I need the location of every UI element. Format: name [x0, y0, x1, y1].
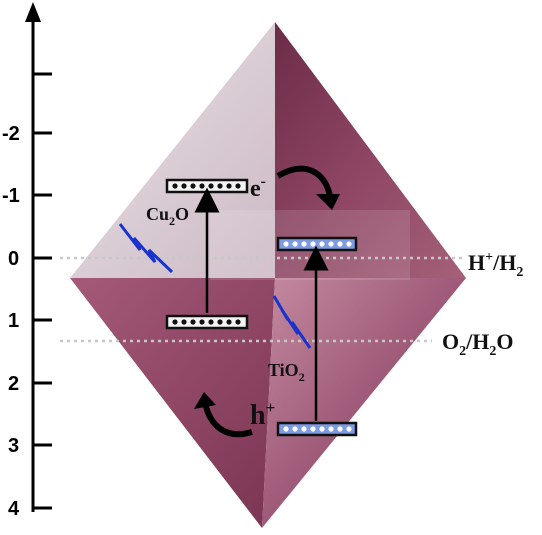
crystal-facet-top-left	[70, 22, 275, 278]
hole-arrow-head-icon	[194, 392, 216, 409]
cu2o-label: Cu2O	[146, 204, 189, 228]
cu2o-valence-band	[165, 314, 249, 330]
o2-h2o-label: O2/H2O	[442, 329, 513, 359]
hole-label: h+	[250, 398, 275, 431]
tio2-conduction-band	[276, 236, 358, 252]
tick-label: -1	[2, 185, 20, 207]
tio2-valence-band	[276, 421, 358, 437]
axis-arrow-icon	[25, 2, 41, 22]
tick-label: 4	[8, 498, 20, 520]
lightning-icon	[118, 223, 174, 274]
electron-label: e-	[250, 173, 266, 202]
tick-label: 2	[8, 373, 19, 395]
tick-label: 3	[8, 435, 19, 457]
tick-label: 1	[8, 310, 19, 332]
tio2-label: TiO2	[268, 360, 305, 384]
tick-label: -2	[2, 123, 20, 145]
tick-label: 0	[8, 248, 19, 270]
electron-arrow-head-icon	[316, 194, 340, 210]
lightning-icon	[272, 295, 312, 349]
hole-transfer-arrow	[202, 402, 253, 438]
crystal-facet-bottom-right	[262, 278, 466, 528]
energy-axis: -2 -1 0 1 2 3 4	[2, 2, 52, 520]
cu2o-conduction-band	[165, 178, 249, 194]
crystal-facet-top-right	[275, 22, 466, 278]
electron-transfer-arrow	[276, 165, 333, 197]
h-h2-label: H+/H2	[468, 250, 523, 280]
crystal-octahedron	[70, 22, 466, 528]
